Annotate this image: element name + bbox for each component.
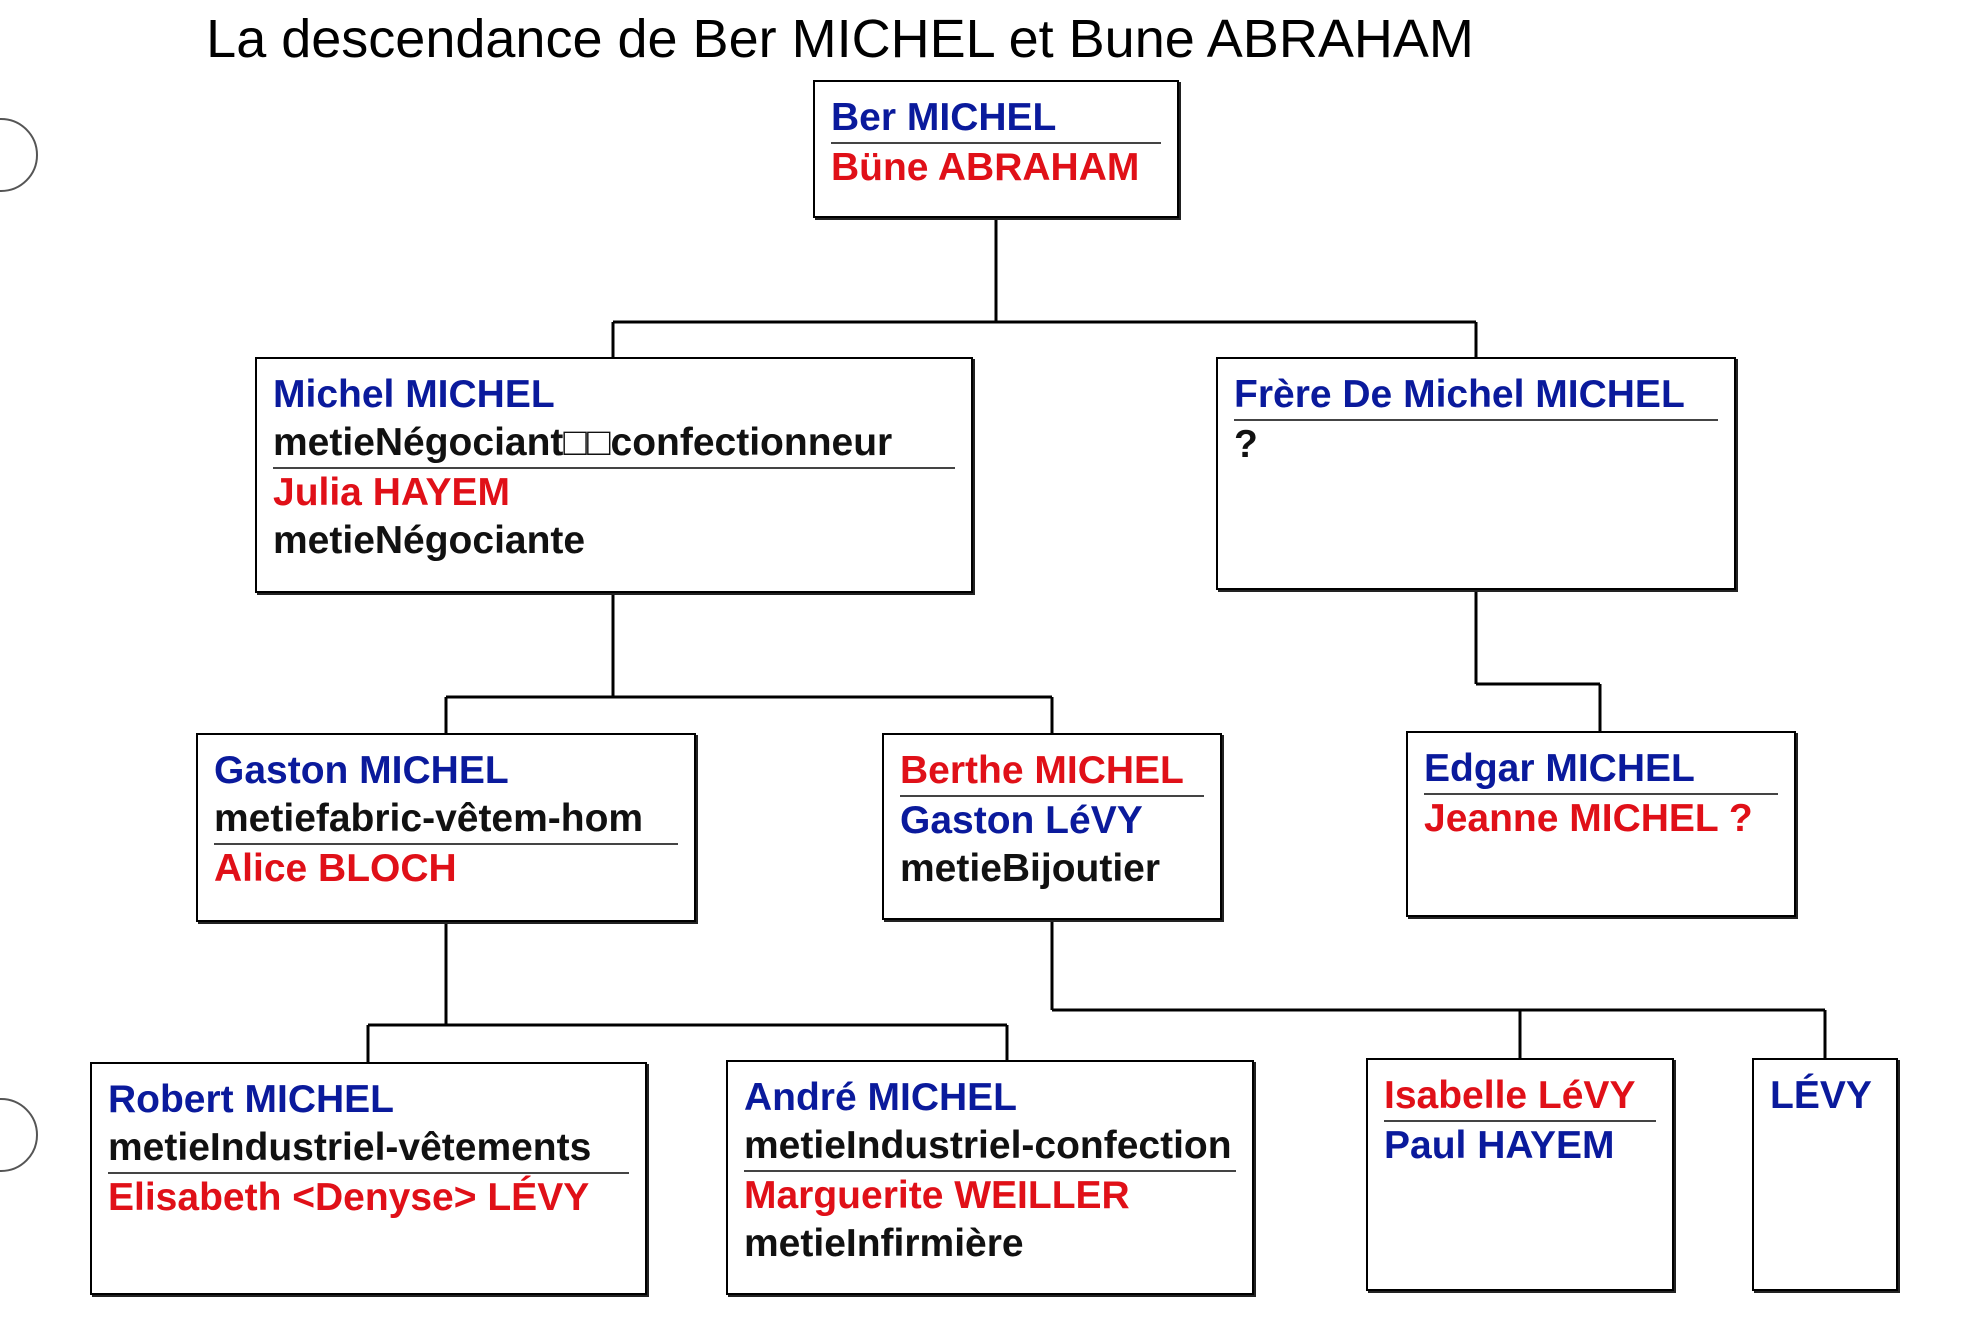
person-name: Isabelle LéVY [1384,1072,1656,1122]
spouse-name: Alice BLOCH [214,847,457,890]
spouse-name: Gaston LéVY [900,799,1143,842]
person-box-edgar-michel[interactable]: Edgar MICHEL Jeanne MICHEL ? [1406,731,1796,917]
person-name: LÉVY [1770,1074,1872,1117]
spouse-name: Marguerite WEILLER [744,1174,1130,1217]
person-box-andre-michel[interactable]: André MICHEL metieIndustriel-confection … [726,1060,1254,1295]
person-name: Gaston MICHEL [214,749,509,792]
person-box-berthe-michel[interactable]: Berthe MICHEL Gaston LéVY metieBijoutier [882,733,1222,920]
spouse-occupation: metieNégociante [273,519,586,562]
person-box-levy[interactable]: LÉVY [1752,1058,1898,1291]
person-box-frere-de-michel[interactable]: Frère De Michel MICHEL ? [1216,357,1736,590]
person-box-ber-michel[interactable]: Ber MICHEL Büne ABRAHAM [813,80,1179,218]
person-box-gaston-michel[interactable]: Gaston MICHEL metiefabric-vêtem-hom Alic… [196,733,696,922]
spouse-occupation: metieInfirmière [744,1222,1024,1265]
person-box-robert-michel[interactable]: Robert MICHEL metieIndustriel-vêtements … [90,1062,647,1295]
person-name: Robert MICHEL [108,1078,394,1121]
person-name: Edgar MICHEL [1424,745,1778,795]
person-name: Michel MICHEL [273,373,555,416]
person-box-isabelle-levy[interactable]: Isabelle LéVY Paul HAYEM [1366,1058,1674,1291]
occupation: metieNégociant□□confectionneur [273,419,955,469]
person-name: Ber MICHEL [831,94,1161,144]
person-name: André MICHEL [744,1076,1017,1119]
person-name: Frère De Michel MICHEL [1234,371,1718,421]
spouse-name: Jeanne MICHEL ? [1424,797,1753,840]
spouse-name: Büne ABRAHAM [831,146,1140,189]
spouse-occupation: metieBijoutier [900,847,1161,890]
occupation: metiefabric-vêtem-hom [214,795,678,845]
person-name: Berthe MICHEL [900,747,1204,797]
spouse-name: Elisabeth <Denyse> LÉVY [108,1176,590,1219]
spouse-name: Julia HAYEM [273,471,510,514]
person-box-michel-michel[interactable]: Michel MICHEL metieNégociant□□confection… [255,357,973,593]
occupation: metieIndustriel-vêtements [108,1124,629,1174]
unknown-marker: ? [1234,423,1258,466]
occupation: metieIndustriel-confection [744,1122,1236,1172]
tree-title: La descendance de Ber MICHEL et Bune ABR… [206,9,1474,69]
spouse-name: Paul HAYEM [1384,1124,1615,1167]
